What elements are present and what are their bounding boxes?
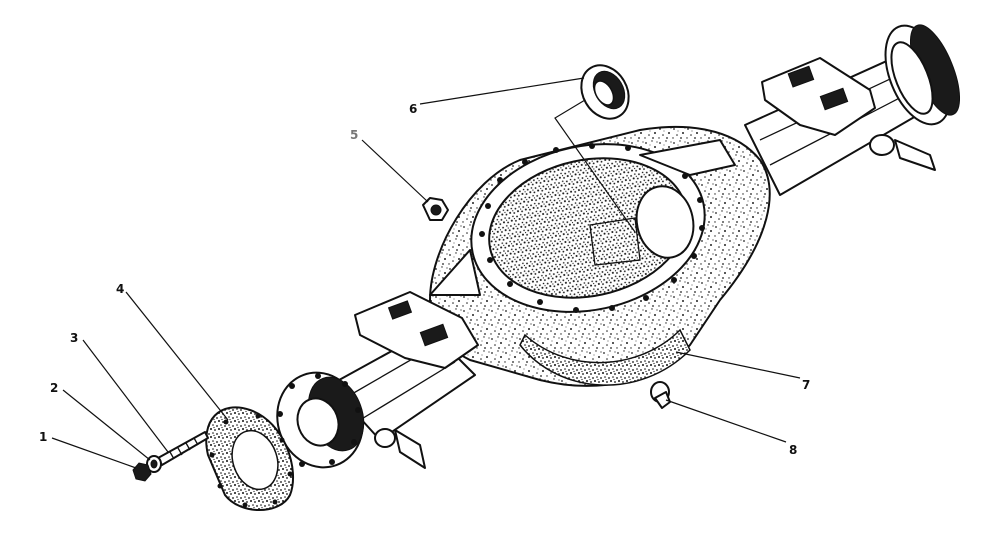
callout-5: 5: [350, 128, 358, 142]
callout-1: 1: [39, 430, 47, 444]
leader-4: [125, 291, 229, 421]
leader-lines: [51, 77, 801, 469]
callout-2: 2: [50, 381, 58, 395]
leader-2: [62, 389, 151, 461]
leader-8: [665, 399, 787, 443]
callout-3: 3: [70, 331, 78, 345]
callout-8: 8: [789, 443, 797, 457]
callout-4: 4: [116, 282, 124, 296]
axle-housing: [276, 24, 961, 469]
leader-7: [675, 351, 801, 379]
seal-install-line: [554, 99, 636, 233]
oil-seal: [580, 64, 630, 120]
leader-3: [82, 339, 169, 453]
washer: [146, 455, 162, 473]
callout-labels: 1 2 3 4 5 6 7 8: [39, 102, 810, 457]
hex-nut: [132, 462, 152, 482]
drain-plug: [650, 381, 671, 409]
callout-6: 6: [409, 102, 417, 116]
leader-6: [419, 77, 585, 105]
gasket: [205, 406, 295, 511]
nut: [422, 197, 449, 221]
callout-7: 7: [802, 378, 810, 392]
leader-5: [361, 139, 429, 203]
leader-1: [51, 437, 137, 469]
